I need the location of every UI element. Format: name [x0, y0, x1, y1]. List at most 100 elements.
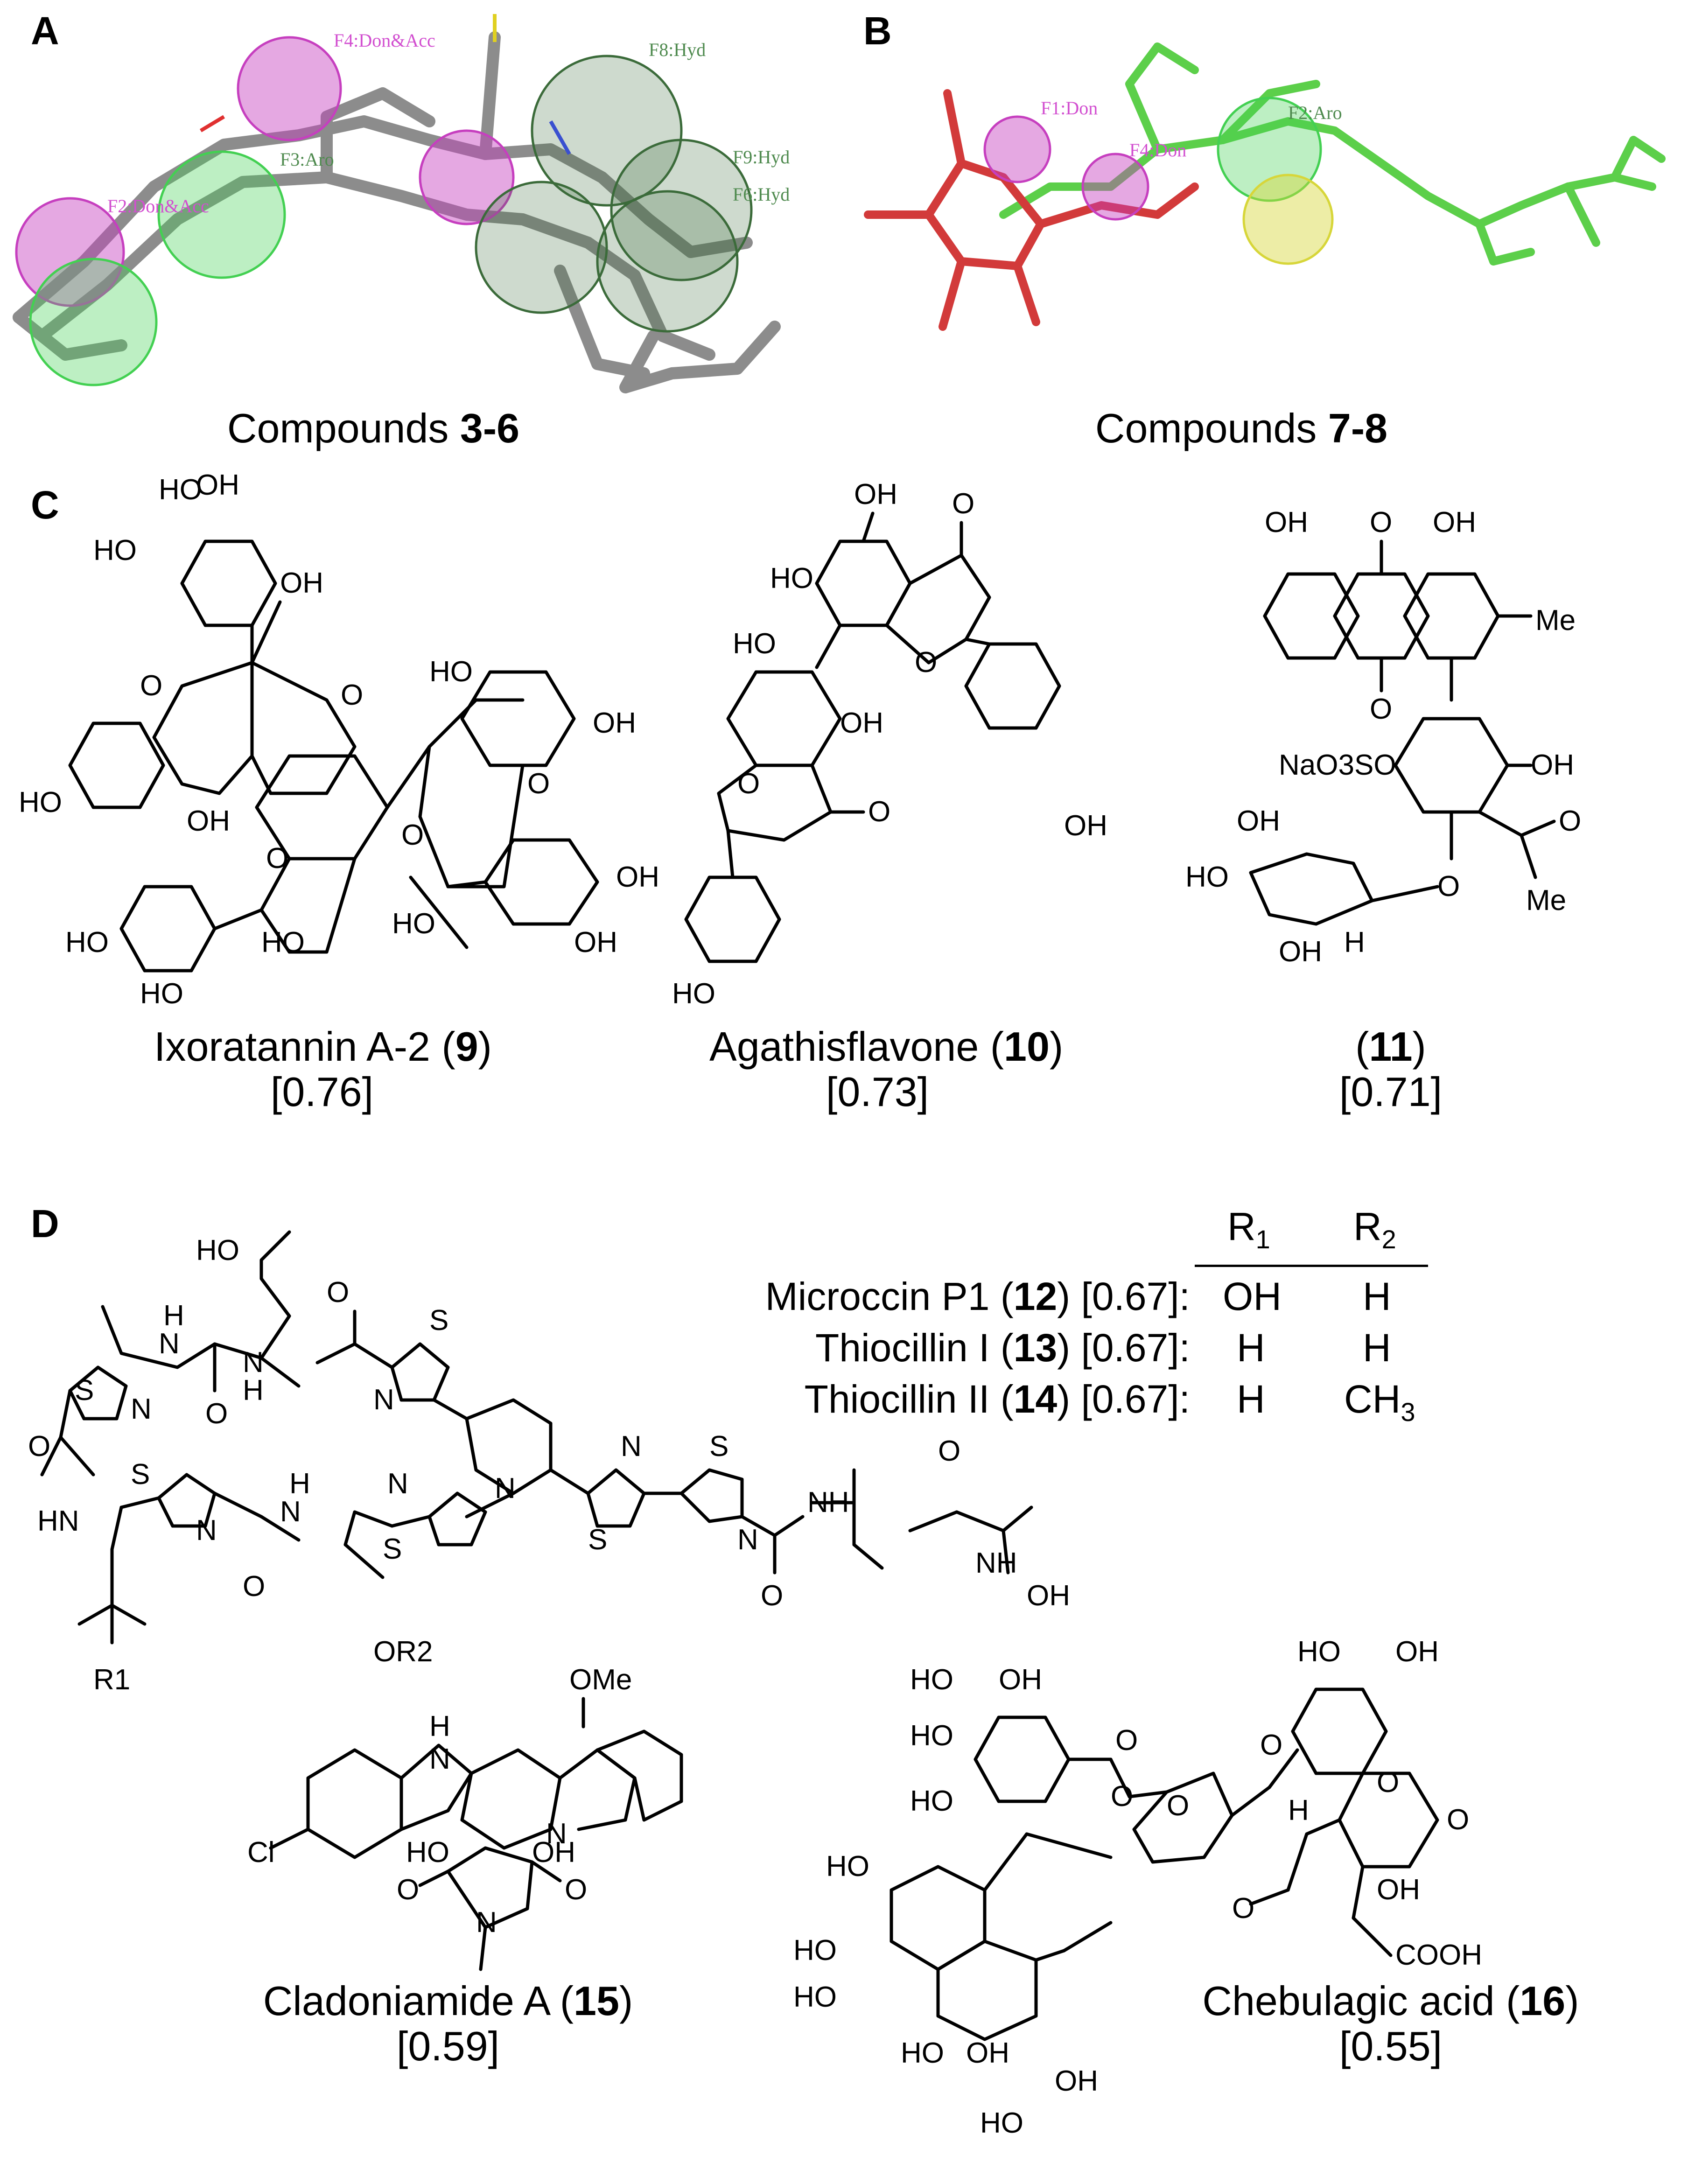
atom-label: HN [37, 1505, 79, 1537]
atom-label: HO [793, 1981, 837, 2013]
compound-15-score: [0.59] [396, 2023, 500, 2069]
feature-label-a-2: F9:Hyd [733, 147, 790, 168]
compound-10-close: ) [1049, 1023, 1064, 1070]
atom-label: OH [1433, 506, 1476, 539]
feature-label-a-4: F2:Don&Acc [107, 196, 209, 217]
atom-label: H [429, 1710, 450, 1743]
compound-10-name: Agathisflavone ( [709, 1023, 1004, 1070]
atom-label: OH [1237, 805, 1280, 837]
compound-9-close: ) [478, 1023, 492, 1070]
atom-label: OH [593, 707, 636, 739]
atom-label: N [621, 1430, 642, 1463]
atom-label: COOH [1395, 1939, 1482, 1971]
row-12-r2: H [1363, 1274, 1391, 1318]
atom-label: N [387, 1468, 408, 1500]
atom-label: HO [65, 926, 109, 959]
caption-b: Compounds 7-8 [1027, 406, 1456, 451]
row-14-r2-sub: 3 [1401, 1397, 1415, 1427]
atom-label: N [280, 1496, 301, 1528]
atom-label: O [737, 768, 760, 800]
compound-16-score: [0.55] [1339, 2023, 1443, 2069]
atom-label: OH [999, 1664, 1042, 1696]
atom-label: O [266, 842, 288, 875]
compound-11-number: 11 [1369, 1023, 1413, 1070]
atom-label: HO [826, 1850, 869, 1883]
atom-label: R1 [93, 1664, 130, 1696]
atom-label: HO [901, 2037, 944, 2069]
caption-compound-9: Ixoratannin A-2 (9) [0.76] [154, 1023, 492, 1115]
atom-label: Me [1535, 604, 1576, 637]
row-14-score: ) [0.67]: [1057, 1377, 1190, 1421]
row-14-r1: H [1237, 1377, 1265, 1421]
compound-9-name: Ixoratannin A-2 ( [154, 1023, 455, 1070]
atom-label: S [588, 1524, 607, 1556]
atom-label: HO [793, 1934, 837, 1967]
atom-label: Me [1526, 884, 1566, 917]
header-r2-sub: 2 [1381, 1224, 1396, 1254]
atom-label: N [737, 1524, 758, 1556]
compound-11-score: [0.71] [1339, 1068, 1443, 1115]
compound-10-score: [0.73] [826, 1068, 929, 1115]
atom-label: H [243, 1374, 264, 1407]
atom-label: HO [261, 926, 305, 959]
atom-label: OH [1395, 1636, 1439, 1668]
atom-label: H [289, 1468, 310, 1500]
atom-label: S [131, 1458, 150, 1491]
row-13-label: Thiocillin I ( [815, 1326, 1014, 1370]
atom-label: HO [910, 1664, 953, 1696]
atom-label: S [429, 1304, 448, 1337]
atom-label: S [75, 1374, 94, 1407]
panel-label-a: A [31, 9, 59, 53]
atom-label: H [1288, 1794, 1309, 1827]
row-12-score: ) [0.67]: [1057, 1274, 1190, 1318]
table-header-r2: R2 [1353, 1204, 1396, 1254]
compound-11-name: ( [1355, 1023, 1369, 1070]
atom-label: Cl [247, 1836, 275, 1869]
atom-label: O [1115, 1724, 1138, 1757]
atom-label: O [1447, 1804, 1469, 1836]
atom-label: OH [616, 861, 659, 893]
panel-label-b: B [863, 9, 892, 53]
atom-label: OH [1279, 936, 1322, 968]
atom-label: O [1437, 870, 1460, 903]
caption-compound-16: Chebulagic acid (16) [0.55] [1167, 1978, 1615, 2069]
atom-label: O [1370, 693, 1392, 725]
compound-16-name: Chebulagic acid ( [1202, 1978, 1520, 2024]
atom-label: N [546, 1818, 567, 1850]
table-row-12: Microccin P1 (12) [0.67]: [714, 1274, 1190, 1319]
header-r1-sub: 1 [1255, 1224, 1270, 1254]
row-14-r2: CH3 [1344, 1377, 1415, 1427]
caption-a: Compounds 3-6 [159, 406, 588, 451]
feature-label-a-3: F6:Hyd [733, 184, 790, 205]
atom-label: HO [733, 628, 776, 660]
feature-label-b-0: F1:Don [1041, 98, 1098, 119]
atom-label: OH [1027, 1580, 1070, 1612]
caption-compound-15: Cladoniamide A (15) [0.59] [233, 1978, 663, 2069]
atom-label: HO [140, 978, 183, 1010]
atom-label: O [1260, 1729, 1282, 1761]
atom-label: N [196, 1514, 217, 1547]
panel-label-c: C [31, 483, 59, 527]
header-r2: R [1353, 1204, 1382, 1248]
atom-label: N [429, 1743, 450, 1775]
atom-label: S [383, 1533, 402, 1565]
atom-label: N [131, 1393, 152, 1425]
atom-label: OH [1531, 749, 1574, 781]
panel-label-d: D [31, 1202, 59, 1246]
feature-label-a-0: F4:Don&Acc [334, 30, 435, 51]
compound-10-number: 10 [1004, 1023, 1050, 1070]
atom-label: HO [93, 534, 137, 567]
row-13-score: ) [0.67]: [1057, 1326, 1190, 1370]
atom-label: O [1167, 1790, 1189, 1822]
atom-label: O [1377, 1766, 1399, 1799]
caption-a-prefix: Compounds [227, 405, 460, 451]
atom-label: HO [1185, 861, 1229, 893]
atom-label: N [495, 1472, 516, 1505]
atom-label: NaO3SO [1279, 749, 1396, 781]
atom-label: O [868, 796, 890, 828]
atom-label: HO [672, 978, 715, 1010]
